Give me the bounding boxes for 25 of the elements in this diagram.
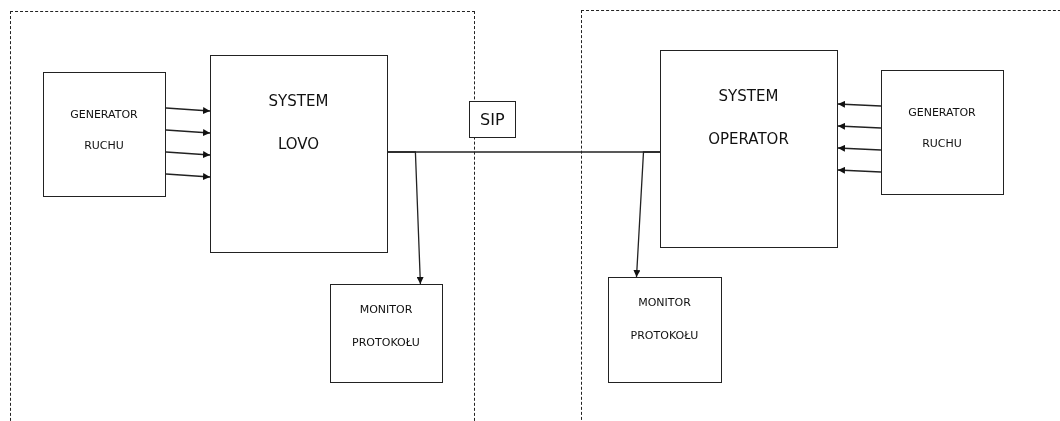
arrow — [837, 144, 882, 152]
monitor-box — [607, 276, 722, 383]
box-label: GENERATOR RUCHU — [908, 104, 976, 153]
box-label: SYSTEM LOVO — [268, 90, 329, 155]
box-label: MONITOR PROTOKOŁU — [630, 294, 699, 344]
arrow — [837, 100, 882, 108]
generator-box — [42, 71, 166, 197]
box-label: GENERATOR RUCHU — [70, 106, 138, 155]
arrow — [837, 122, 882, 130]
dashed-boundary — [581, 10, 1060, 421]
arrow — [633, 151, 661, 278]
system-box — [659, 49, 838, 248]
system-box — [209, 54, 388, 253]
arrow — [387, 151, 424, 285]
dashed-boundary — [10, 11, 475, 421]
arrow — [165, 151, 211, 158]
box-label: SYSTEM OPERATOR — [708, 85, 789, 150]
edge-label: SIP — [469, 101, 516, 138]
arrow — [165, 107, 211, 114]
box-label: MONITOR PROTOKOŁU — [352, 301, 420, 351]
monitor-box — [329, 283, 443, 383]
arrow — [165, 129, 211, 136]
arrow — [165, 173, 211, 180]
generator-box — [880, 69, 1004, 195]
arrow — [837, 166, 882, 174]
